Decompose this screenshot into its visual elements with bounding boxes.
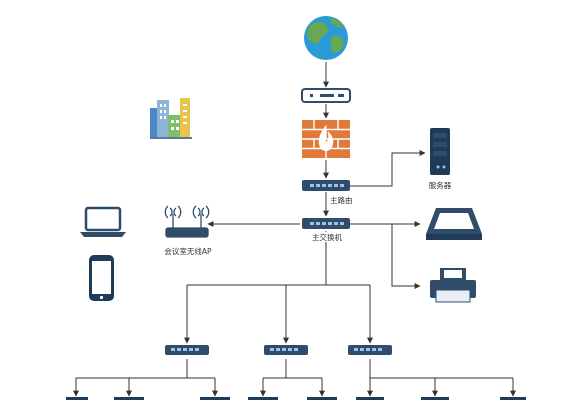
end-device-2 xyxy=(114,397,144,400)
server-icon xyxy=(430,128,450,175)
end-device-4 xyxy=(248,397,278,400)
printer-icon xyxy=(430,268,476,303)
smartphone-icon xyxy=(89,255,114,301)
router-icon xyxy=(302,180,350,191)
link-router-server xyxy=(350,150,426,187)
connection-lines xyxy=(73,62,516,397)
switch-icon xyxy=(302,218,350,229)
link-switch-printer xyxy=(391,224,421,289)
main-switch-label: 主交换机 xyxy=(312,232,342,242)
modem-icon xyxy=(301,88,351,103)
scanner-icon xyxy=(426,208,482,240)
end-device-7 xyxy=(421,397,449,400)
firewall-icon xyxy=(302,120,350,158)
buildings-icon xyxy=(150,98,192,139)
server-label: 服务器 xyxy=(429,180,452,190)
access-switch-3 xyxy=(348,345,392,355)
access-switch-1 xyxy=(165,345,209,355)
end-device-3 xyxy=(200,397,230,400)
end-device-6 xyxy=(356,397,384,400)
main-switch-label-bg xyxy=(309,232,345,242)
end-device-1 xyxy=(66,397,88,400)
access-switch-2 xyxy=(264,345,308,355)
meeting-room-ap-label: 会议室无线AP xyxy=(164,246,212,256)
laptop-icon xyxy=(80,206,126,237)
end-devices-row xyxy=(66,397,526,400)
globe-icon xyxy=(304,16,348,60)
end-device-8 xyxy=(500,397,526,400)
wireless-ap-icon xyxy=(164,205,210,238)
main-router-label: 主路由 xyxy=(330,195,353,205)
end-device-5 xyxy=(307,397,337,400)
